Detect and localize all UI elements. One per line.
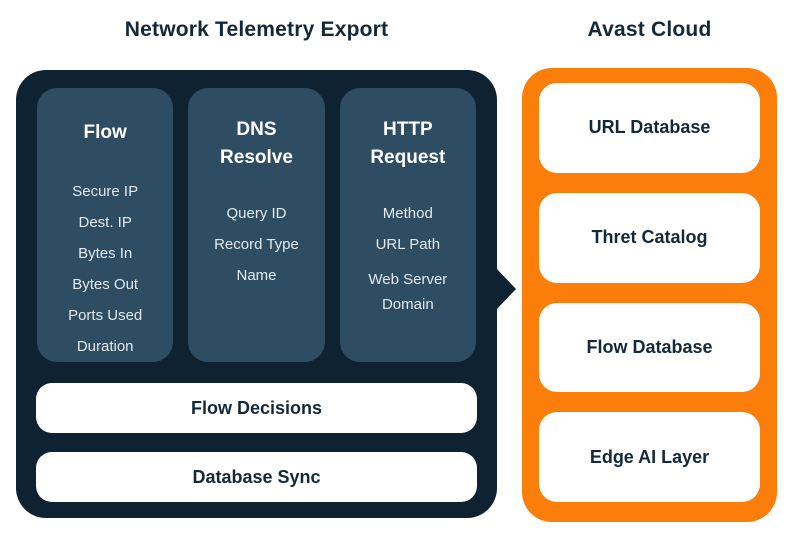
database-sync-label: Database Sync <box>192 466 321 487</box>
column-item: Web Server Domain <box>368 271 448 313</box>
column-flow-items: Secure IP Dest. IP Bytes In Bytes Out Po… <box>37 170 173 362</box>
column-item: Method <box>382 205 433 222</box>
column-item: Query ID <box>226 205 287 222</box>
flow-decisions-bar: Flow Decisions <box>36 383 477 433</box>
column-item: Bytes Out <box>72 276 139 293</box>
telemetry-columns: Flow Secure IP Dest. IP Bytes In Bytes O… <box>37 88 476 362</box>
cloud-box-flow-database: Flow Database <box>539 302 760 393</box>
database-sync-bar: Database Sync <box>36 452 477 502</box>
column-flow-header: Flow <box>83 122 127 144</box>
column-item: Dest. IP <box>78 214 132 231</box>
column-dns-resolve-items: Query ID Record Type Name <box>188 192 324 291</box>
column-http-request: HTTP Request Method URL Path Web Server … <box>339 88 476 362</box>
telemetry-section-title: Network Telemetry Export <box>124 18 389 41</box>
column-item: Name <box>236 267 277 284</box>
column-item: Secure IP <box>72 183 139 200</box>
cloud-box-label: Edge AI Layer <box>589 446 710 467</box>
cloud-box-thret-catalog: Thret Catalog <box>539 192 760 283</box>
column-dns-resolve: DNS Resolve Query ID Record Type Name <box>188 88 325 362</box>
column-item: Duration <box>76 338 134 355</box>
cloud-box-label: Flow Database <box>586 336 713 357</box>
column-http-request-header: HTTP Request <box>370 119 446 168</box>
column-flow: Flow Secure IP Dest. IP Bytes In Bytes O… <box>37 88 174 362</box>
cloud-panel: URL Database Thret Catalog Flow Database… <box>522 68 777 522</box>
cloud-box-edge-ai-layer: Edge AI Layer <box>539 412 760 502</box>
cloud-section-title: Avast Cloud <box>587 18 712 41</box>
column-dns-resolve-header: DNS Resolve <box>220 119 293 168</box>
column-item: Bytes In <box>78 245 133 262</box>
telemetry-panel: Flow Secure IP Dest. IP Bytes In Bytes O… <box>16 70 497 518</box>
right-arrow-icon <box>495 267 516 311</box>
column-http-request-items: Method URL Path Web Server Domain <box>340 192 476 317</box>
cloud-box-label: Thret Catalog <box>591 227 708 248</box>
column-item: URL Path <box>375 236 441 253</box>
cloud-box-label: URL Database <box>588 117 711 138</box>
column-item: Ports Used <box>68 307 143 324</box>
column-item: Record Type <box>214 236 299 253</box>
flow-decisions-label: Flow Decisions <box>190 397 323 418</box>
cloud-box-url-database: URL Database <box>539 83 760 173</box>
